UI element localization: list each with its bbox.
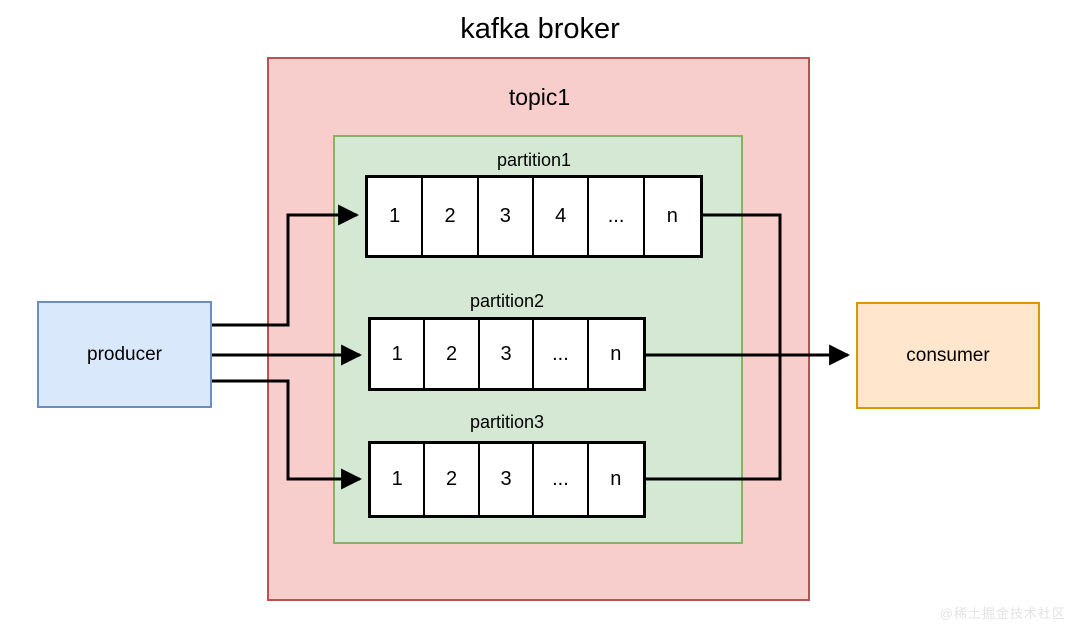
broker-title: kafka broker: [460, 13, 620, 45]
partition3-cell: 3: [479, 444, 535, 515]
partition1-row: 1 2 3 4 ... n: [365, 175, 703, 258]
consumer-node: consumer: [856, 302, 1040, 409]
partition3-cell: ...: [534, 444, 589, 515]
consumer-label: consumer: [906, 344, 990, 366]
producer-label: producer: [87, 343, 162, 365]
topic-title: topic1: [508, 84, 571, 110]
partition3-label: partition3: [469, 412, 545, 432]
partition1-cell: 3: [478, 178, 535, 255]
partition3-row: 1 2 3 ... n: [368, 441, 646, 518]
partition1-cell: ...: [589, 178, 645, 255]
partition2-row: 1 2 3 ... n: [368, 317, 646, 391]
partition1-cell: n: [644, 178, 701, 255]
partition2-cell: n: [588, 320, 643, 388]
watermark: @稀土掘金技术社区: [939, 606, 1066, 621]
partition2-cell: ...: [534, 320, 589, 388]
partition3-cell: 1: [371, 444, 426, 515]
partition2-cell: 2: [425, 320, 480, 388]
partition2-cell: 3: [479, 320, 535, 388]
partition1-cell: 4: [534, 178, 590, 255]
partition3-cell: n: [588, 444, 643, 515]
partition1-cell: 1: [368, 178, 424, 255]
partition3-cell: 2: [425, 444, 480, 515]
partition2-label: partition2: [469, 291, 545, 311]
partition1-label: partition1: [496, 150, 572, 170]
partition2-cell: 1: [371, 320, 426, 388]
partition1-cell: 2: [423, 178, 479, 255]
producer-node: producer: [37, 301, 212, 408]
